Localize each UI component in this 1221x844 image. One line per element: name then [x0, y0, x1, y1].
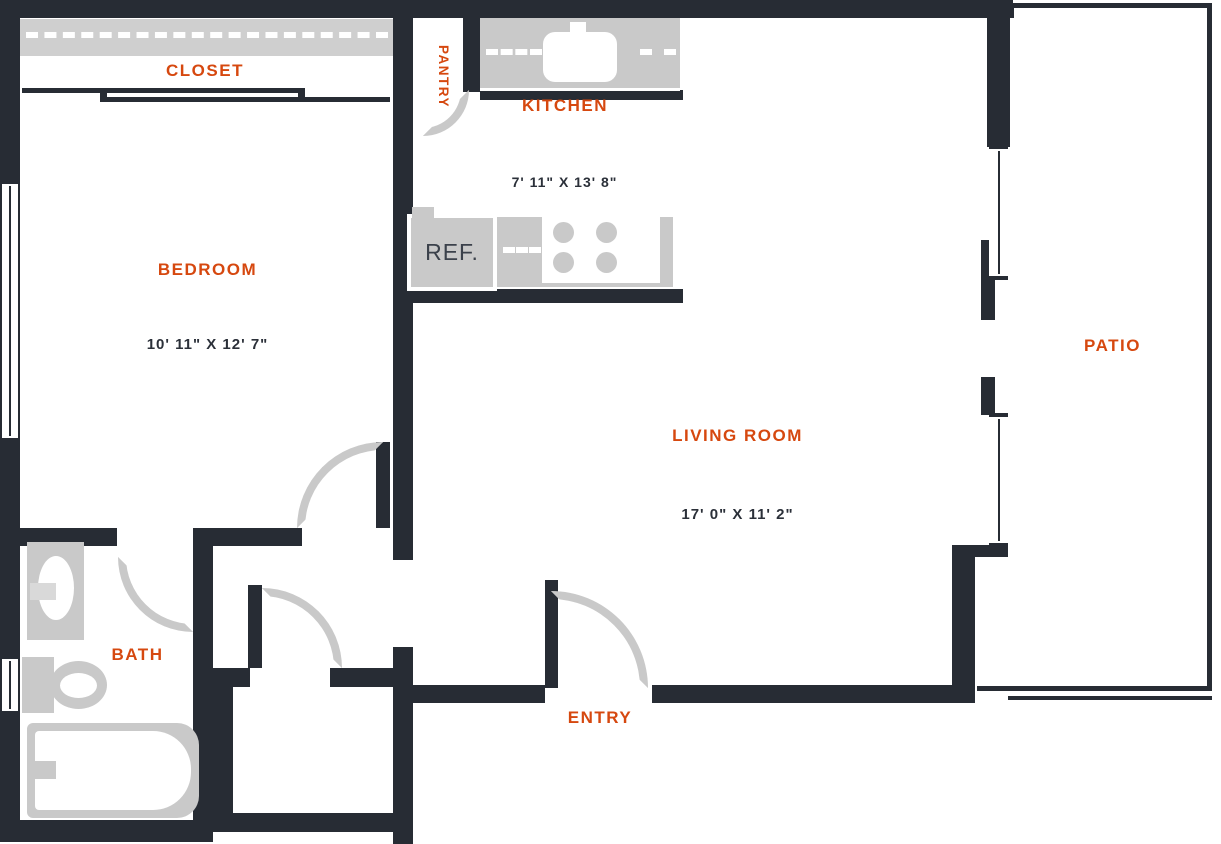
- window: [2, 180, 18, 442]
- door-swing-arc: [118, 557, 193, 632]
- room-label-bath: BATH: [111, 645, 164, 664]
- wall: [652, 685, 975, 703]
- vanity-faucet-icon: [30, 583, 56, 600]
- burner: [553, 222, 574, 243]
- door-swing-arc: [262, 588, 342, 668]
- window: [989, 145, 1008, 280]
- patio-outline: [1013, 3, 1212, 8]
- wall: [400, 289, 683, 303]
- toilet-tank: [22, 657, 54, 713]
- patio-outline: [1008, 696, 1212, 700]
- room-label-pantry: PANTRY: [408, 40, 478, 112]
- patio-outline: [977, 686, 1212, 691]
- wall: [480, 90, 683, 100]
- tub-faucet-icon: [30, 761, 56, 779]
- toilet-bowl-inner: [60, 673, 97, 698]
- wall: [213, 668, 233, 832]
- window: [2, 655, 18, 715]
- wall: [0, 820, 213, 842]
- window: [989, 413, 1008, 547]
- room-dimensions-kitchen: 7' 11" X 13' 8": [511, 174, 618, 190]
- room-label-pantry-text: PANTRY: [435, 44, 451, 108]
- wall: [952, 545, 975, 703]
- closet-door-track: [104, 97, 390, 102]
- refrigerator: [411, 218, 493, 287]
- faucet-icon: [570, 22, 586, 48]
- cabinet-line: [486, 49, 542, 55]
- bathtub-inner: [35, 731, 191, 810]
- door-swing-arc: [297, 442, 383, 528]
- wall: [213, 813, 393, 832]
- wall: [330, 668, 393, 687]
- refrigerator-label: REF.: [425, 239, 479, 265]
- wall: [413, 685, 545, 703]
- room-label-living-room: LIVING ROOM: [672, 426, 803, 445]
- cabinet-line: [640, 49, 676, 55]
- room-dimensions-living-room: 17' 0" X 11' 2": [681, 505, 794, 523]
- patio-outline: [1207, 3, 1212, 691]
- wall: [193, 528, 302, 546]
- wall: [987, 18, 1010, 147]
- burner: [553, 252, 574, 273]
- refrigerator-tab: [412, 207, 434, 219]
- wall: [0, 0, 1013, 18]
- closet-door-track: [298, 88, 305, 102]
- closet-rod: [20, 19, 393, 59]
- storage-door-leaf: [248, 585, 262, 668]
- cabinet-line: [503, 247, 541, 253]
- room-label-entry: ENTRY: [567, 708, 633, 727]
- burner: [596, 222, 617, 243]
- closet-door-track: [100, 88, 107, 102]
- burner: [596, 252, 617, 273]
- room-label-closet: CLOSET: [166, 61, 244, 80]
- room-label-patio: PATIO: [1084, 336, 1141, 355]
- room-label-bedroom: BEDROOM: [157, 260, 258, 279]
- patio-outline: [1010, 3, 1014, 18]
- wall: [981, 377, 995, 415]
- closet-door-track: [22, 88, 303, 93]
- wall: [20, 528, 117, 546]
- room-dimensions-bedroom: 10' 11" X 12' 7": [146, 335, 269, 353]
- wall: [393, 647, 413, 844]
- door-swing-arc: [551, 591, 648, 688]
- wall: [463, 18, 481, 92]
- room-label-kitchen: KITCHEN: [521, 96, 609, 115]
- closet-rod-line: [26, 32, 388, 38]
